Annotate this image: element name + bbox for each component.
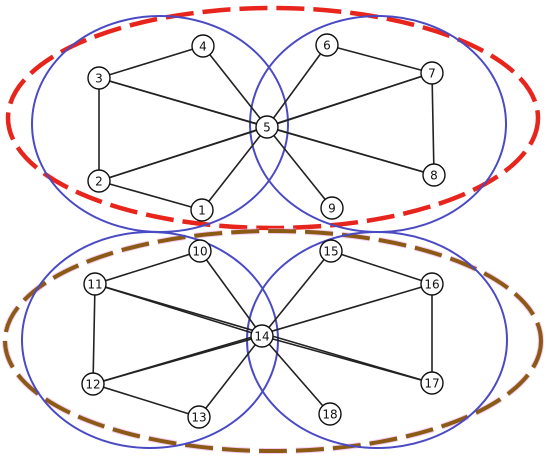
node-label: 10: [192, 245, 207, 259]
node-circle: [320, 196, 344, 220]
edges-layer: [92, 44, 435, 418]
node-label: 9: [328, 202, 336, 216]
node-label: 7: [428, 67, 436, 81]
edge-5-6: [266, 44, 328, 128]
edge-3-4: [98, 45, 204, 79]
edge-14-18: [261, 335, 331, 415]
node-label: 18: [322, 408, 337, 422]
node-10: 10: [188, 239, 212, 263]
bottom-dashed-hyperedge: [3, 229, 543, 453]
node-3: 3: [87, 66, 111, 90]
node-circle: [191, 34, 215, 58]
edge-4-5: [202, 45, 268, 128]
node-16: 16: [420, 272, 444, 296]
node-circle: [188, 239, 212, 263]
node-label: 1: [198, 204, 206, 218]
edge-7-8: [431, 72, 435, 176]
node-6: 6: [315, 33, 339, 57]
node-label: 13: [191, 411, 206, 425]
edge-1-5: [201, 126, 268, 211]
node-circle: [315, 33, 339, 57]
node-label: 12: [85, 378, 100, 392]
node-15: 15: [319, 239, 343, 263]
node-circle: [83, 272, 107, 296]
node-circle: [420, 61, 444, 85]
edge-5-9: [266, 126, 333, 209]
edge-12-13: [92, 383, 200, 418]
node-circle: [87, 169, 111, 193]
node-2: 2: [87, 169, 111, 193]
node-8: 8: [422, 163, 446, 187]
node-label: 11: [87, 278, 102, 292]
top-dashed-hyperedge: [5, 5, 541, 231]
node-label: 8: [430, 169, 438, 183]
node-label: 5: [263, 121, 271, 135]
node-5: 5: [255, 115, 279, 139]
edge-11-12: [92, 283, 96, 385]
node-circle: [422, 163, 446, 187]
edge-11-10: [94, 250, 201, 285]
node-label: 16: [424, 278, 439, 292]
node-4: 4: [191, 34, 215, 58]
edge-2-1: [98, 180, 203, 211]
node-circle: [255, 115, 279, 139]
node-7: 7: [420, 61, 444, 85]
node-label: 14: [254, 330, 269, 344]
node-label: 2: [95, 175, 103, 189]
node-1: 1: [190, 198, 214, 222]
node-circle: [81, 372, 105, 396]
node-11: 11: [83, 272, 107, 296]
node-14: 14: [250, 324, 274, 348]
node-label: 15: [323, 245, 338, 259]
node-label: 17: [424, 377, 439, 391]
edge-13-14: [198, 335, 263, 418]
edge-10-14: [199, 250, 263, 337]
node-circle: [190, 198, 214, 222]
node-circle: [187, 405, 211, 429]
node-label: 4: [199, 40, 207, 54]
node-17: 17: [420, 371, 444, 395]
node-circle: [318, 402, 342, 426]
node-12: 12: [81, 372, 105, 396]
node-circle: [420, 272, 444, 296]
node-label: 3: [95, 72, 103, 86]
node-13: 13: [187, 405, 211, 429]
node-circle: [87, 66, 111, 90]
node-circle: [420, 371, 444, 395]
edge-15-16: [330, 250, 433, 285]
edge-6-7: [326, 44, 433, 74]
node-label: 6: [323, 39, 331, 53]
node-circle: [319, 239, 343, 263]
node-9: 9: [320, 196, 344, 220]
node-18: 18: [318, 402, 342, 426]
edge-14-15: [261, 250, 332, 337]
node-circle: [250, 324, 274, 348]
